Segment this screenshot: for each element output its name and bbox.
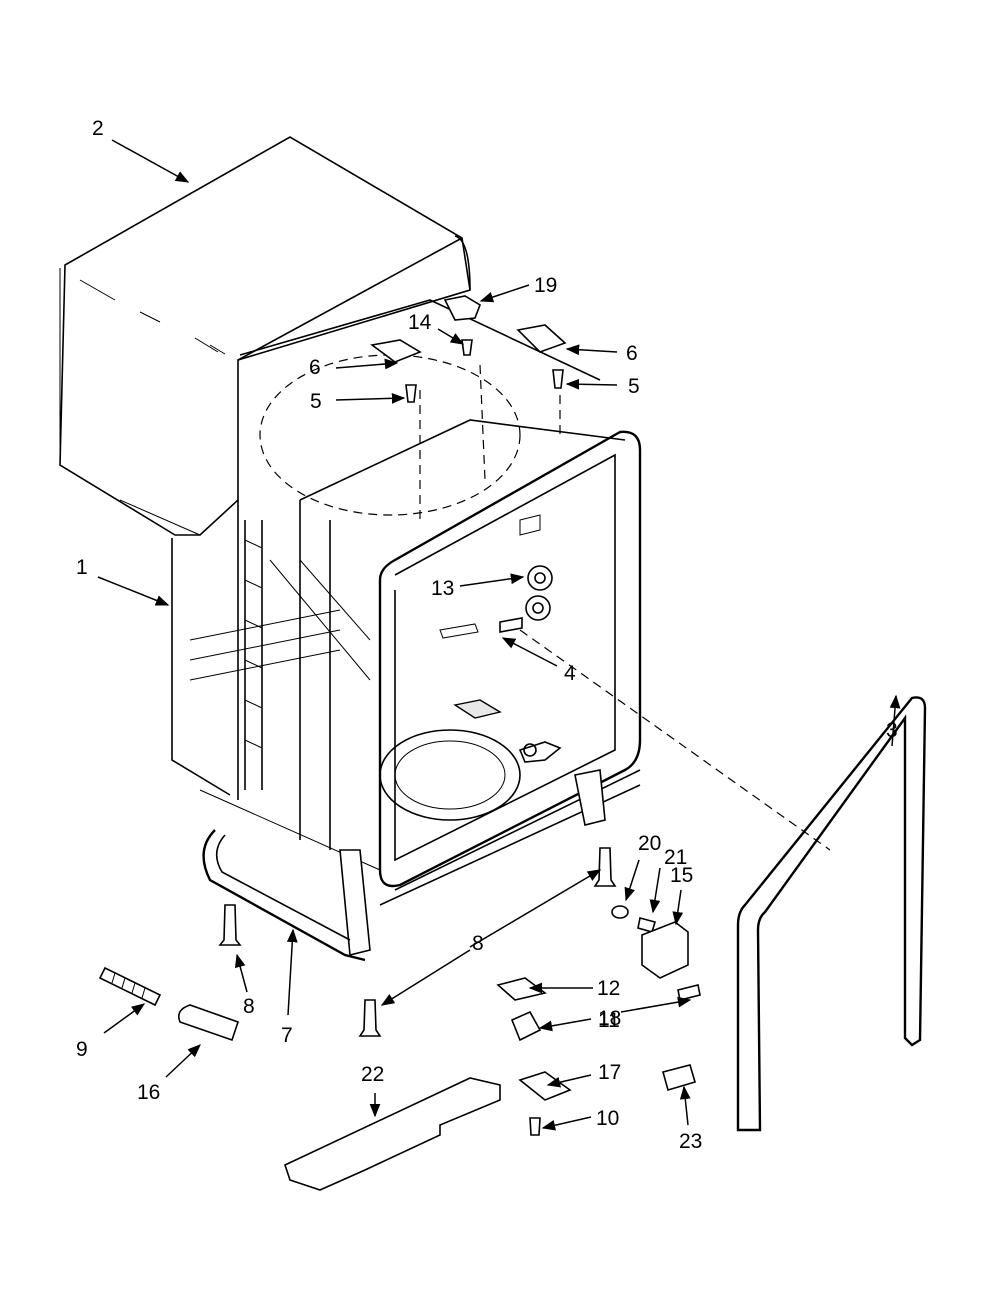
callout-6-left: 6 — [309, 356, 321, 379]
leg-part-8c — [358, 999, 382, 1037]
panel-part-22 — [284, 1077, 501, 1191]
callout-16: 16 — [137, 1081, 160, 1104]
clip-part-19 — [443, 295, 481, 321]
bracket-part-6a — [370, 339, 422, 363]
bearing-part-13a — [527, 565, 553, 591]
insulation-blanket-part — [59, 136, 471, 536]
cover-part-16 — [177, 1004, 240, 1042]
small-parts — [98, 295, 831, 1191]
leg-part-8a — [218, 904, 242, 946]
plate-part-12 — [496, 977, 547, 1001]
bracket-part-6b — [516, 324, 567, 353]
screw-part-10 — [529, 1117, 541, 1136]
callout-5-left: 5 — [310, 390, 322, 413]
clip-part-23 — [662, 1064, 696, 1091]
callout-18: 18 — [598, 1007, 621, 1030]
callout-21: 21 — [664, 846, 687, 869]
callout-6-right: 6 — [626, 342, 638, 365]
screw-part-5a — [405, 384, 417, 403]
screw-part-11 — [677, 984, 701, 1001]
callout-14: 14 — [408, 311, 432, 334]
washer-part-20 — [611, 905, 629, 919]
callout-8-left: 8 — [243, 995, 255, 1018]
callout-13: 13 — [431, 577, 454, 600]
sensor-part-18 — [510, 1010, 542, 1042]
callout-1: 1 — [76, 556, 88, 579]
screw-part-4 — [499, 617, 523, 633]
callout-9: 9 — [76, 1038, 88, 1061]
callout-17: 17 — [598, 1061, 621, 1084]
callout-15: 15 — [670, 864, 693, 887]
callout-22: 22 — [361, 1063, 384, 1086]
bearing-part-13b — [525, 595, 551, 621]
callout-10: 10 — [596, 1107, 619, 1130]
screw-part-14 — [461, 339, 473, 356]
bracket-part-17 — [518, 1071, 572, 1101]
tub-assembly-part — [171, 299, 642, 957]
callout-19: 19 — [534, 274, 557, 297]
callout-8-center: 8 — [472, 932, 484, 955]
hose-part — [202, 829, 366, 962]
callout-23: 23 — [679, 1130, 702, 1153]
door-gasket-part — [736, 696, 927, 1132]
spring-part-9 — [98, 966, 162, 1007]
callout-2: 2 — [92, 117, 104, 140]
screw-part-21 — [637, 917, 657, 933]
callout-20: 20 — [638, 832, 661, 855]
callout-3: 3 — [886, 719, 898, 742]
callout-12: 12 — [597, 977, 620, 1000]
callout-11: 11 — [598, 1009, 620, 1032]
callout-labels: 2 1 3 4 5 5 6 6 7 8 8 9 10 11 12 13 14 1… — [76, 117, 898, 1153]
callout-4: 4 — [564, 662, 576, 685]
leg-part-8b — [593, 847, 617, 887]
callout-5-right: 5 — [628, 375, 640, 398]
callout-7: 7 — [281, 1024, 293, 1047]
leader-arrows — [97, 139, 901, 1131]
screw-part-5b — [552, 369, 564, 389]
